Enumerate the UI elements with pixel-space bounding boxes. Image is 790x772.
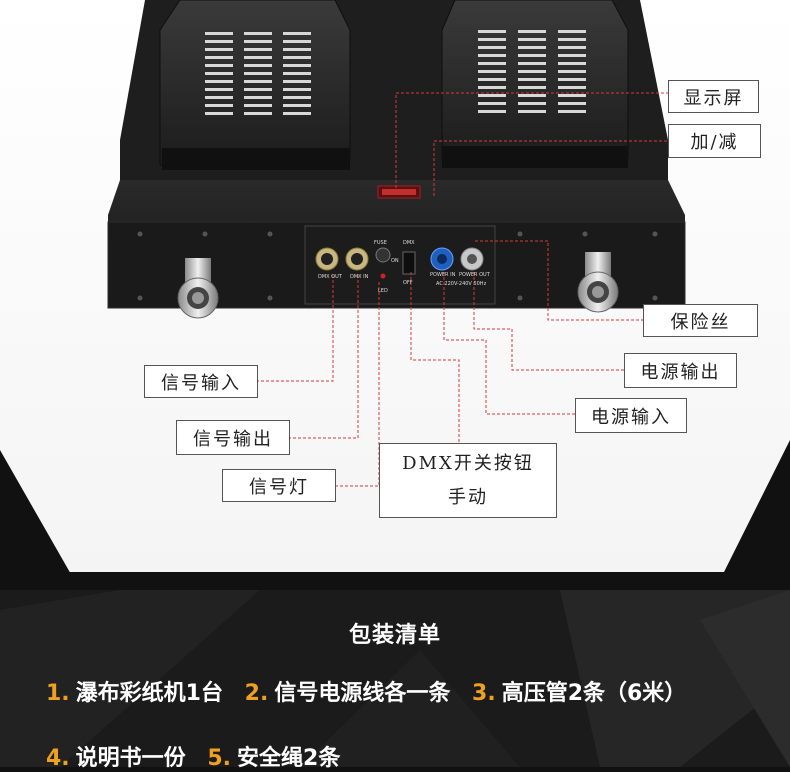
panel-label-dmx-in: DMX IN [350, 274, 369, 280]
package-item: 5.安全绳2条 [207, 746, 341, 771]
package-title: 包装清单 [348, 623, 441, 648]
dmx-switch [402, 251, 416, 275]
right-vent [478, 30, 586, 113]
package-row-1: 1.瀑布彩纸机1台 2.信号电源线各一条 3.高压管2条（6米） [46, 675, 700, 707]
callout-signal-light: 信号灯 [222, 469, 336, 502]
background-decoration [0, 590, 790, 767]
panel-label-on: ON [391, 258, 399, 264]
panel-label-dmx: DMX [403, 240, 415, 246]
package-section [0, 590, 790, 767]
callout-fuse: 保险丝 [643, 304, 758, 337]
panel-label-rating: AC 220V-240V 50Hz [436, 281, 487, 287]
callout-signal-out: 信号输出 [176, 420, 290, 455]
panel-label-off: OFF [403, 280, 413, 286]
panel-label-dmx-out: DMX OUT [318, 274, 342, 280]
callout-plus-minus: 加/减 [668, 124, 761, 158]
panel-label-power-in: POWER IN [430, 272, 456, 278]
leader-lines [258, 92, 668, 487]
right-hose-fitting [577, 252, 619, 313]
package-row-2: 4.说明书一份 5.安全绳2条 [46, 740, 354, 772]
package-item: 4.说明书一份 [46, 746, 186, 771]
package-item: 2.信号电源线各一条 [244, 681, 451, 706]
callout-display: 显示屏 [668, 80, 759, 113]
callout-power-in: 电源输入 [575, 398, 687, 433]
package-item: 1.瀑布彩纸机1台 [46, 681, 223, 706]
package-item: 3.高压管2条（6米） [472, 681, 687, 706]
left-hose-fitting [177, 258, 219, 319]
callout-dmx-switch: DMX开关按钮 手动 [379, 443, 557, 518]
panel-label-fuse: FUSE [374, 240, 387, 246]
machine-illustration [0, 0, 790, 590]
fuse-holder [375, 247, 391, 263]
callout-dmx-switch-line2: 手动 [448, 486, 488, 508]
callout-power-out: 电源输出 [624, 353, 737, 388]
product-photo: DMX OUT DMX IN FUSE ON LED DMX OFF POWER… [0, 0, 790, 590]
signal-led [380, 273, 386, 279]
callout-signal-in: 信号输入 [144, 365, 258, 398]
callout-dmx-switch-line1: DMX开关按钮 [402, 452, 534, 474]
panel-label-led: LED [378, 288, 388, 294]
left-vent [205, 32, 311, 115]
panel-label-power-out: POWER OUT [459, 272, 490, 278]
